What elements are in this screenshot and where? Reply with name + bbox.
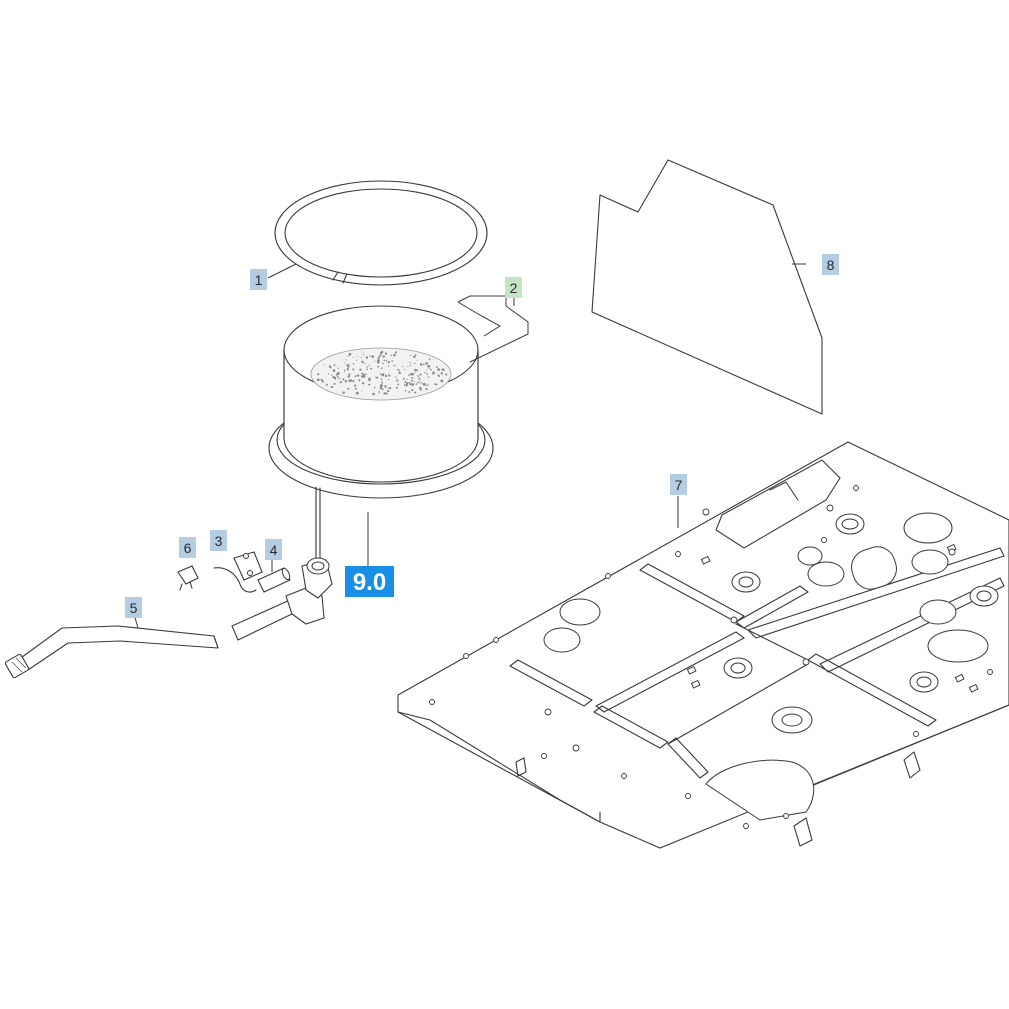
plate-screws bbox=[429, 485, 993, 829]
callout-5-text: 5 bbox=[130, 600, 138, 616]
callout-5: 5 bbox=[125, 597, 142, 618]
callout-8-text: 8 bbox=[827, 257, 835, 273]
callout-3-text: 3 bbox=[215, 533, 223, 549]
callout-4-text: 4 bbox=[270, 542, 278, 558]
part-4-sleeve bbox=[257, 567, 291, 593]
part-3-clip bbox=[213, 551, 263, 593]
callout-1: 1 bbox=[250, 269, 267, 290]
filter-media-texture bbox=[317, 350, 448, 396]
part-8-panel bbox=[591, 159, 823, 415]
assembly-label-text: 9.0 bbox=[353, 569, 386, 596]
callout-2: 2 bbox=[505, 277, 522, 298]
callout-7-text: 7 bbox=[675, 477, 683, 493]
callout-2-text: 2 bbox=[510, 280, 518, 296]
part-1-ring bbox=[274, 180, 488, 286]
callout-6-text: 6 bbox=[184, 540, 192, 556]
callout-8: 8 bbox=[822, 254, 839, 275]
part-6-fitting bbox=[177, 565, 199, 591]
assembly-label-9-0[interactable]: 9.0 bbox=[345, 566, 394, 597]
part-2-filter-pot bbox=[268, 305, 494, 561]
callout-3: 3 bbox=[210, 530, 227, 551]
callout-7: 7 bbox=[670, 474, 687, 495]
callout-1-text: 1 bbox=[255, 272, 263, 288]
callout-6: 6 bbox=[179, 537, 196, 558]
part-7-base-plate bbox=[397, 441, 1009, 849]
callout-4: 4 bbox=[265, 539, 282, 560]
part-5-pipe bbox=[4, 557, 333, 679]
